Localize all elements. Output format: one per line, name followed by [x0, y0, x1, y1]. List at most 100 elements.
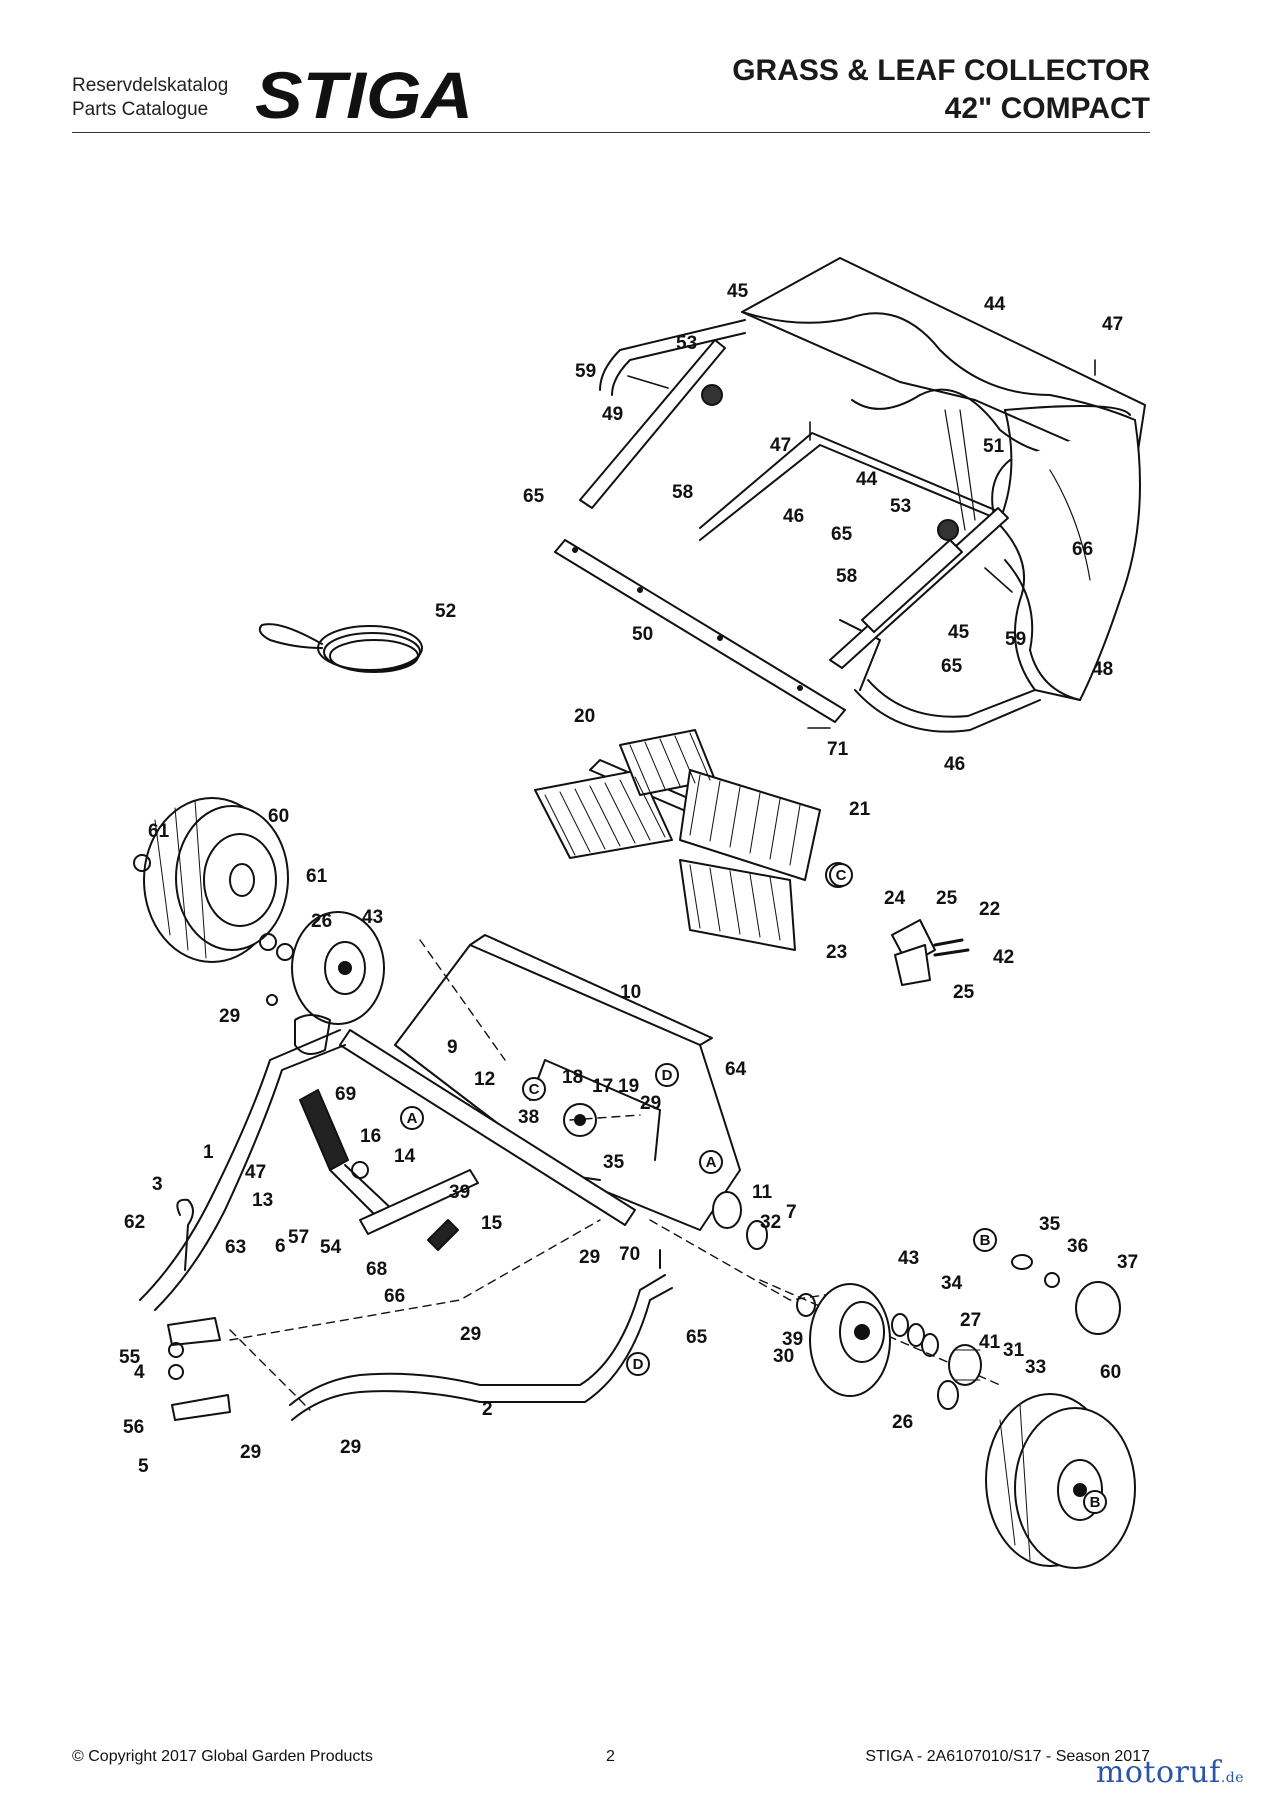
reference-markers: A A B B C C D D [400, 863, 1107, 1514]
header-divider [72, 132, 1150, 133]
part-label: 41 [979, 1332, 1001, 1353]
part-label: 47 [1102, 314, 1123, 335]
part-label: 19 [618, 1076, 639, 1097]
part-label: 58 [836, 566, 857, 587]
part-label: 4 [134, 1362, 145, 1383]
handle-1 [139, 1029, 346, 1311]
part-label: 60 [268, 806, 289, 827]
hub-right-11 [712, 1191, 768, 1250]
hub-cap-37 [1075, 1281, 1121, 1335]
part-label: 43 [898, 1248, 919, 1269]
part-label: 66 [384, 1286, 405, 1307]
part-label: 11 [752, 1182, 773, 1203]
part-label: 54 [320, 1237, 342, 1258]
part-label: 44 [856, 469, 878, 490]
part-label: 58 [672, 482, 693, 503]
part-label: 27 [960, 1310, 981, 1331]
part-label: 24 [884, 888, 906, 909]
part-label: 66 [1072, 539, 1093, 560]
ref-marker-d: D [626, 1352, 650, 1376]
ref-marker-a-label: A [407, 1110, 418, 1127]
part-label: 25 [936, 888, 958, 909]
collector-arms [579, 339, 1009, 669]
catalog-label-english: Parts Catalogue [72, 99, 209, 120]
right-washers-34 [891, 1313, 939, 1357]
part-label: 33 [1025, 1357, 1046, 1378]
washer-35 [1011, 1254, 1033, 1270]
ref-marker-c: C [522, 1077, 546, 1101]
part-label: 26 [311, 911, 332, 932]
lower-tube-2 [289, 1274, 673, 1421]
ref-marker-d: D [655, 1063, 679, 1087]
ref-marker-b-label: B [980, 1232, 991, 1249]
part-label: 42 [993, 947, 1014, 968]
catalog-label-swedish: Reservdelskatalog [72, 75, 229, 96]
part-label: 65 [523, 486, 545, 507]
part-label: 22 [979, 899, 1000, 920]
part-label: 56 [123, 1417, 144, 1438]
part-label: 64 [725, 1059, 747, 1080]
part-label: 48 [1092, 659, 1113, 680]
page-number: 2 [606, 1748, 615, 1765]
ref-marker-c-label: C [836, 867, 847, 884]
sprocket-26 [937, 1380, 959, 1410]
ref-marker-a: A [400, 1106, 424, 1130]
part-label: 43 [362, 907, 383, 928]
part-label: 25 [953, 982, 975, 1003]
bag-pins [627, 359, 1096, 729]
part-label: 29 [579, 1247, 600, 1268]
bracket-55-56 [167, 1317, 231, 1421]
part-label: 60 [1100, 1362, 1121, 1383]
part-label: 61 [148, 821, 170, 842]
part-label: 59 [1005, 629, 1026, 650]
watermark-name: motoruf [1095, 1755, 1221, 1790]
part-label: 50 [632, 624, 653, 645]
part-label: 37 [1117, 1252, 1138, 1273]
part-label: 53 [890, 496, 911, 517]
copyright-notice: © Copyright 2017 Global Garden Products [72, 1748, 373, 1765]
part-label: 10 [620, 982, 641, 1003]
part-label: 13 [252, 1190, 273, 1211]
watermark: motoruf.de [1096, 1755, 1244, 1790]
part-label: 5 [138, 1456, 149, 1477]
ref-marker-c: C [829, 863, 853, 887]
part-label: 35 [603, 1152, 625, 1173]
part-label: 6 [275, 1236, 286, 1257]
washer-30 [796, 1293, 816, 1317]
part-label: 39 [449, 1182, 470, 1203]
part-label: 68 [366, 1259, 387, 1280]
part-label: 57 [288, 1227, 309, 1248]
part-label: 52 [435, 601, 456, 622]
part-label: 34 [941, 1273, 963, 1294]
ref-marker-b: B [1083, 1490, 1107, 1514]
part-label: 71 [827, 739, 849, 760]
nut-36 [1044, 1272, 1060, 1288]
ref-marker-b-label: B [1090, 1494, 1101, 1511]
part-label: 12 [474, 1069, 495, 1090]
product-title: GRASS & LEAF COLLECTOR [732, 54, 1150, 87]
part-label: 49 [602, 404, 623, 425]
product-model: 42" COMPACT [944, 92, 1150, 125]
part-label: 36 [1067, 1236, 1088, 1257]
ref-marker-c-label: C [529, 1081, 540, 1098]
watermark-tld: .de [1220, 1770, 1244, 1786]
part-label: 69 [335, 1084, 356, 1105]
part-label: 65 [831, 524, 853, 545]
part-label: 29 [219, 1006, 240, 1027]
part-label: 18 [562, 1067, 583, 1088]
part-label: 53 [676, 333, 697, 354]
part-label: 7 [786, 1202, 797, 1223]
left-side-plate [294, 1014, 331, 1055]
part-label: 62 [124, 1212, 145, 1233]
part-label: 29 [460, 1324, 481, 1345]
part-label: 65 [686, 1327, 708, 1348]
part-label: 45 [948, 622, 970, 643]
part-label: 47 [770, 435, 791, 456]
front-bar-50 [554, 539, 846, 723]
brush-assembly [534, 729, 851, 951]
part-label: 32 [760, 1212, 781, 1233]
ref-marker-a-label: A [706, 1154, 717, 1171]
part-label: 29 [340, 1437, 361, 1458]
ref-marker-d-label: D [662, 1067, 673, 1084]
